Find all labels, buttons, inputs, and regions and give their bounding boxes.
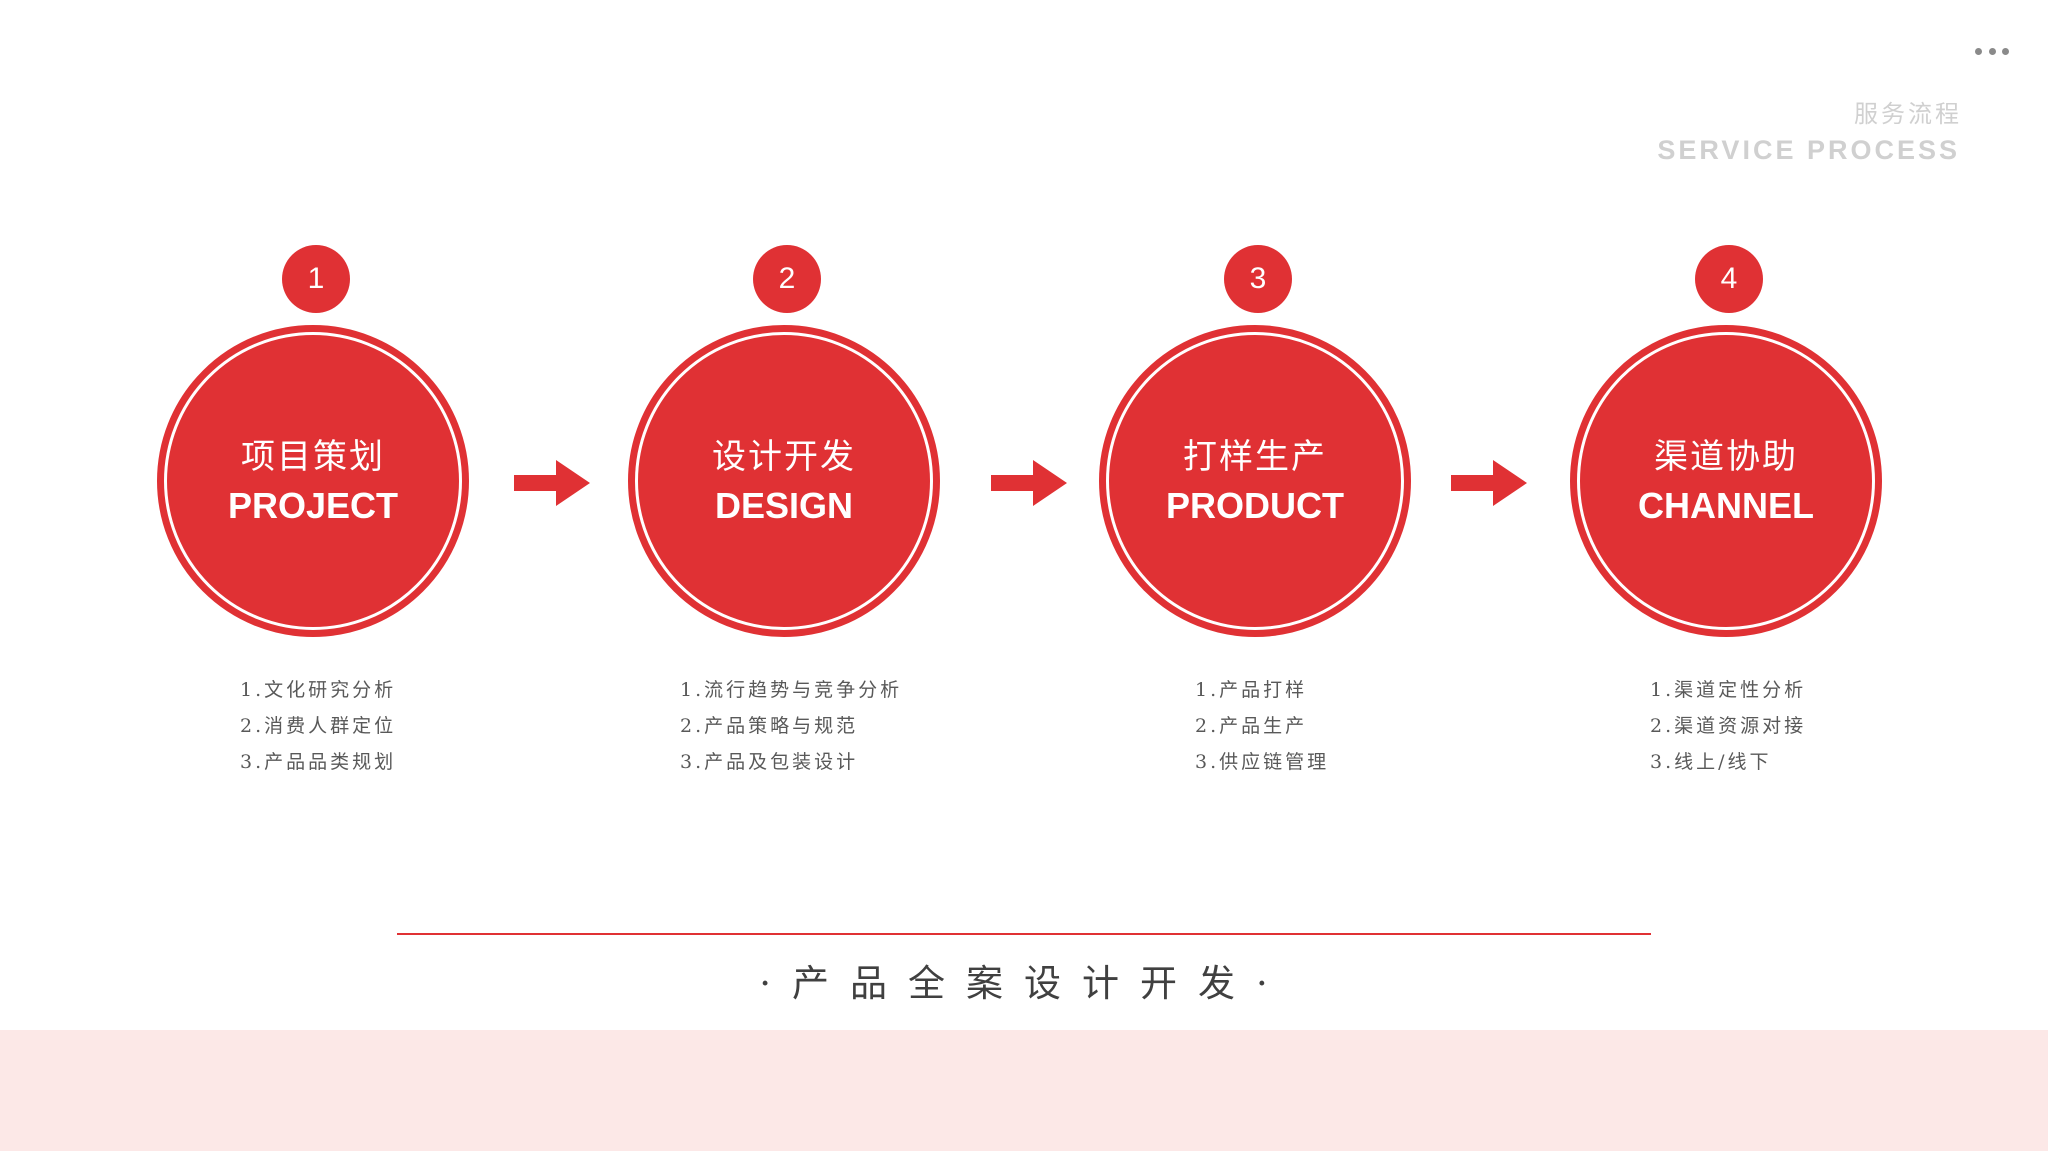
step-number-badge: 1 [282, 245, 350, 313]
step-product: 3 打样生产 PRODUCT 1.产品打样 2.产品生产 3.供应链管理 [1099, 0, 1419, 1000]
bottom-band [0, 1030, 2048, 1151]
heading-en: SERVICE PROCESS [1657, 135, 1960, 165]
step-channel: 4 渠道协助 CHANNEL 1.渠道定性分析 2.渠道资源对接 3.线上/线下 [1570, 0, 1890, 1000]
tagline: ·产品全案设计开发· [759, 962, 1289, 1005]
step-number-badge: 2 [753, 245, 821, 313]
step-title-cn: 项目策划 [241, 437, 385, 477]
list-item: 3.供应链管理 [1195, 751, 1330, 773]
list-item: 2.产品策略与规范 [680, 715, 859, 737]
section-heading: 服务流程 SERVICE PROCESS [1657, 98, 1960, 168]
list-item: 2.产品生产 [1195, 715, 1308, 737]
step-circle [157, 325, 469, 637]
step-circle [628, 325, 940, 637]
list-item: 1.产品打样 [1195, 679, 1308, 701]
more-dots-icon[interactable] [1975, 45, 2009, 57]
list-item: 3.线上/线下 [1650, 751, 1772, 773]
step-title-cn: 设计开发 [712, 437, 856, 477]
list-item: 3.产品品类规划 [240, 751, 397, 773]
heading-cn: 服务流程 [1854, 100, 1962, 128]
step-title-en: PRODUCT [1166, 485, 1344, 526]
step-project: 1 项目策划 PROJECT 1.文化研究分析 2.消费人群定位 3.产品品类规… [157, 0, 477, 1000]
step-title-en: PROJECT [227, 485, 399, 526]
step-item-list: 1.文化研究分析 2.消费人群定位 3.产品品类规划 [240, 678, 400, 786]
arrow-right-icon [514, 460, 590, 506]
step-number-badge: 3 [1224, 245, 1292, 313]
step-item-list: 1.产品打样 2.产品生产 3.供应链管理 [1195, 678, 1335, 786]
list-item: 1.流行趋势与竞争分析 [680, 679, 903, 701]
divider-line [397, 933, 1651, 935]
step-item-list: 1.渠道定性分析 2.渠道资源对接 3.线上/线下 [1650, 678, 1810, 786]
step-circle [1570, 325, 1882, 637]
step-title-en: CHANNEL [1638, 485, 1814, 526]
list-item: 3.产品及包装设计 [680, 751, 859, 773]
list-item: 1.渠道定性分析 [1650, 679, 1807, 701]
step-item-list: 1.流行趋势与竞争分析 2.产品策略与规范 3.产品及包装设计 [680, 678, 910, 786]
step-circle [1099, 325, 1411, 637]
step-number-badge: 4 [1695, 245, 1763, 313]
list-item: 1.文化研究分析 [240, 679, 397, 701]
step-design: 2 设计开发 DESIGN 1.流行趋势与竞争分析 2.产品策略与规范 3.产品… [628, 0, 948, 1000]
list-item: 2.消费人群定位 [240, 715, 397, 737]
arrow-right-icon [1451, 460, 1527, 506]
list-item: 2.渠道资源对接 [1650, 715, 1807, 737]
step-title-cn: 渠道协助 [1654, 437, 1798, 477]
step-title-cn: 打样生产 [1183, 437, 1327, 477]
arrow-right-icon [991, 460, 1067, 506]
step-title-en: DESIGN [714, 485, 854, 526]
